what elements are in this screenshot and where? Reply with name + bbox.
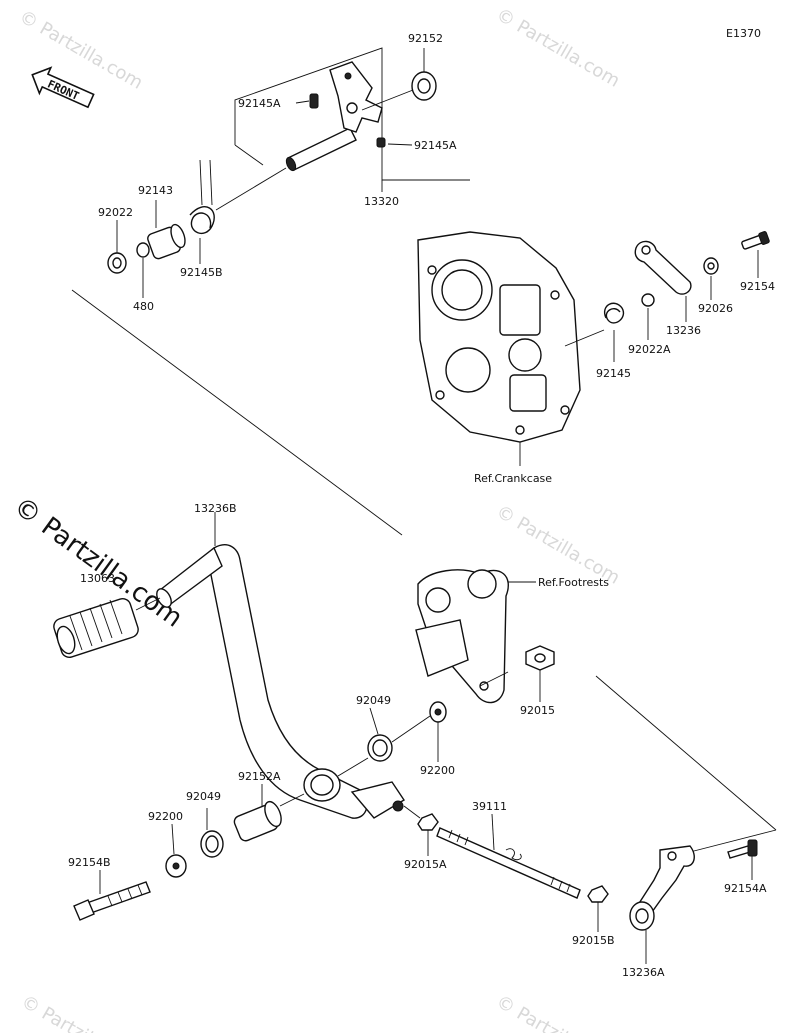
shaft-small-parts <box>107 159 287 298</box>
label-92145[interactable]: 92145 <box>596 367 631 380</box>
watermark: © Partzilla.com <box>493 991 624 1033</box>
label-13236A[interactable]: 13236A <box>622 966 665 979</box>
label-92015[interactable]: 92015 <box>520 704 555 717</box>
label-92145A-upper[interactable]: 92145A <box>238 97 281 110</box>
washers-upper <box>337 701 447 777</box>
label-480[interactable]: 480 <box>133 300 154 313</box>
pivot-parts-lower <box>165 784 305 878</box>
shift-lever-13236A <box>595 675 777 964</box>
tie-rod-39111 <box>403 805 609 932</box>
label-39111[interactable]: 39111 <box>472 800 507 813</box>
label-92015A[interactable]: 92015A <box>404 858 447 871</box>
shift-shaft-assembly <box>234 47 470 192</box>
leader-line <box>71 289 403 536</box>
label-92049-lower[interactable]: 92049 <box>186 790 221 803</box>
label-92152[interactable]: 92152 <box>408 32 443 45</box>
nut-92015 <box>525 645 555 702</box>
label-ref-footrests[interactable]: Ref.Footrests <box>538 576 609 589</box>
label-92154[interactable]: 92154 <box>740 280 775 293</box>
label-92200-lower[interactable]: 92200 <box>148 810 183 823</box>
label-92049-upper[interactable]: 92049 <box>356 694 391 707</box>
label-92015B[interactable]: 92015B <box>572 934 615 947</box>
label-92145B[interactable]: 92145B <box>180 266 223 279</box>
shift-pedal-assembly <box>53 512 405 819</box>
label-ref-crankcase[interactable]: Ref.Crankcase <box>474 472 552 485</box>
shift-lever-parts <box>603 231 770 362</box>
label-92154B[interactable]: 92154B <box>68 856 111 869</box>
label-13063[interactable]: 13063 <box>80 572 115 585</box>
label-92154A[interactable]: 92154A <box>724 882 767 895</box>
footrest-bracket <box>415 569 536 704</box>
label-92145A-lower[interactable]: 92145A <box>414 139 457 152</box>
label-92200-upper[interactable]: 92200 <box>420 764 455 777</box>
front-arrow-icon: FRONT <box>31 66 95 109</box>
crankcase-cover <box>417 231 605 466</box>
label-92022[interactable]: 92022 <box>98 206 133 219</box>
part-labels: 92152 92145A 92145A 13320 92143 92022 48… <box>68 32 775 979</box>
label-92143[interactable]: 92143 <box>138 184 173 197</box>
rubber-grip <box>53 597 139 659</box>
watermark: © Partzilla.com <box>493 4 624 92</box>
label-92152A[interactable]: 92152A <box>238 770 281 783</box>
label-92022A[interactable]: 92022A <box>628 343 671 356</box>
label-13236[interactable]: 13236 <box>666 324 701 337</box>
bolt-92154B <box>73 870 151 921</box>
label-13320[interactable]: 13320 <box>364 195 399 208</box>
diagram-code: E1370 <box>726 27 761 40</box>
watermark: © Partzilla.com <box>18 991 149 1033</box>
label-13236B[interactable]: 13236B <box>194 502 237 515</box>
label-92026[interactable]: 92026 <box>698 302 733 315</box>
